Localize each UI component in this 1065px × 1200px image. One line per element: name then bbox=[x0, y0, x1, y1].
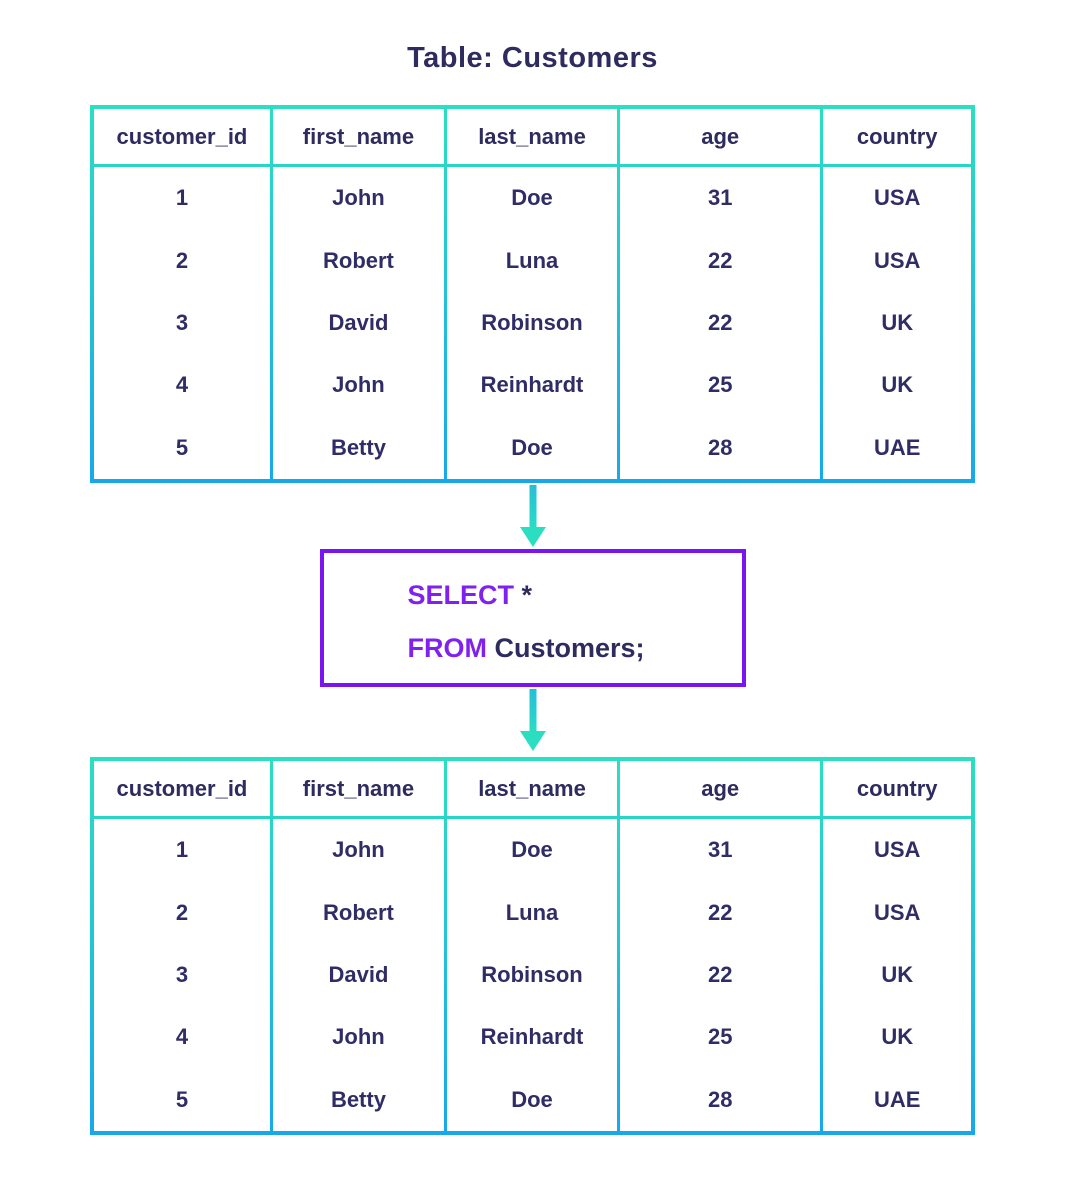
column-header-last-name: last_name bbox=[446, 109, 618, 164]
table-column-first-name: John Robert David John Betty bbox=[272, 167, 444, 479]
table-cell: 22 bbox=[707, 310, 733, 336]
table-cell: Betty bbox=[330, 1086, 386, 1112]
table-cell: 25 bbox=[707, 1024, 733, 1050]
table-grid: customer_id first_name last_name age cou… bbox=[94, 109, 971, 479]
table-column-last-name: Doe Luna Robinson Reinhardt Doe bbox=[446, 819, 618, 1131]
column-header-customer-id: customer_id bbox=[94, 761, 270, 816]
sql-from-line: FROM Customers; bbox=[408, 622, 742, 675]
sql-select-line: SELECT * bbox=[408, 569, 742, 622]
table-cell: 22 bbox=[707, 899, 733, 925]
table-column-first-name: John Robert David John Betty bbox=[272, 819, 444, 1131]
table-cell: Robinson bbox=[481, 962, 583, 988]
down-arrow-icon bbox=[519, 485, 546, 547]
table-cell: David bbox=[328, 962, 389, 988]
table-cell: 5 bbox=[175, 434, 189, 460]
sql-from-rest: Customers; bbox=[494, 633, 645, 663]
table-cell: Luna bbox=[505, 899, 559, 925]
table-column-country: USA USA UK UK UAE bbox=[823, 167, 971, 479]
table-cell: Betty bbox=[330, 434, 386, 460]
sql-query-box: SELECT * FROM Customers; bbox=[319, 549, 746, 687]
table-column-customer-id: 1 2 3 4 5 bbox=[94, 819, 270, 1131]
table-column-age: 31 22 22 25 28 bbox=[620, 819, 821, 1131]
table-cell: Doe bbox=[511, 1086, 553, 1112]
table-cell: USA bbox=[873, 185, 921, 211]
table-cell: 31 bbox=[707, 837, 733, 863]
table-cell: Reinhardt bbox=[480, 372, 584, 398]
customers-table-source: customer_id first_name last_name age cou… bbox=[90, 105, 975, 483]
sql-select-rest: * bbox=[521, 580, 533, 610]
table-cell: Doe bbox=[511, 434, 553, 460]
table-column-age: 31 22 22 25 28 bbox=[620, 167, 821, 479]
table-cell: UK bbox=[881, 1024, 914, 1050]
sql-keyword-select: SELECT bbox=[407, 580, 515, 610]
column-header-first-name: first_name bbox=[272, 109, 444, 164]
table-grid: customer_id first_name last_name age cou… bbox=[94, 761, 971, 1131]
table-cell: John bbox=[332, 1024, 385, 1050]
table-cell: UK bbox=[881, 962, 914, 988]
column-header-age: age bbox=[620, 761, 821, 816]
table-cell: Robert bbox=[323, 899, 394, 925]
table-cell: 28 bbox=[707, 434, 733, 460]
table-cell: 3 bbox=[175, 962, 189, 988]
sql-keyword-from: FROM bbox=[407, 633, 487, 663]
column-header-country: country bbox=[823, 109, 971, 164]
table-cell: Doe bbox=[511, 837, 553, 863]
column-header-country: country bbox=[823, 761, 971, 816]
table-cell: John bbox=[332, 837, 385, 863]
column-header-customer-id: customer_id bbox=[94, 109, 270, 164]
table-cell: UAE bbox=[873, 434, 921, 460]
table-cell: 28 bbox=[707, 1086, 733, 1112]
table-cell: 3 bbox=[175, 310, 189, 336]
table-cell: Reinhardt bbox=[480, 1024, 584, 1050]
table-cell: Luna bbox=[505, 247, 559, 273]
down-arrow-icon bbox=[519, 689, 546, 751]
table-cell: USA bbox=[873, 837, 921, 863]
table-cell: 4 bbox=[175, 1024, 189, 1050]
table-cell: 4 bbox=[175, 372, 189, 398]
table-cell: Robinson bbox=[481, 310, 583, 336]
table-cell: 2 bbox=[175, 899, 189, 925]
table-cell: UAE bbox=[873, 1086, 921, 1112]
table-column-country: USA USA UK UK UAE bbox=[823, 819, 971, 1131]
column-header-last-name: last_name bbox=[446, 761, 618, 816]
table-cell: UK bbox=[881, 372, 914, 398]
customers-table-result: customer_id first_name last_name age cou… bbox=[90, 757, 975, 1135]
table-cell: 22 bbox=[707, 247, 733, 273]
table-column-customer-id: 1 2 3 4 5 bbox=[94, 167, 270, 479]
table-cell: UK bbox=[881, 310, 914, 336]
table-cell: 25 bbox=[707, 372, 733, 398]
column-header-age: age bbox=[620, 109, 821, 164]
table-cell: John bbox=[332, 185, 385, 211]
column-header-first-name: first_name bbox=[272, 761, 444, 816]
table-cell: 2 bbox=[175, 247, 189, 273]
page-title: Table: Customers bbox=[407, 42, 658, 74]
table-cell: USA bbox=[873, 899, 921, 925]
table-cell: David bbox=[328, 310, 389, 336]
table-cell: John bbox=[332, 372, 385, 398]
table-cell: USA bbox=[873, 247, 921, 273]
table-cell: Robert bbox=[323, 247, 394, 273]
table-cell: 31 bbox=[707, 185, 733, 211]
table-cell: 1 bbox=[175, 837, 189, 863]
table-cell: 5 bbox=[175, 1086, 189, 1112]
table-cell: Doe bbox=[511, 185, 553, 211]
table-column-last-name: Doe Luna Robinson Reinhardt Doe bbox=[446, 167, 618, 479]
table-cell: 1 bbox=[175, 185, 189, 211]
table-cell: 22 bbox=[707, 962, 733, 988]
